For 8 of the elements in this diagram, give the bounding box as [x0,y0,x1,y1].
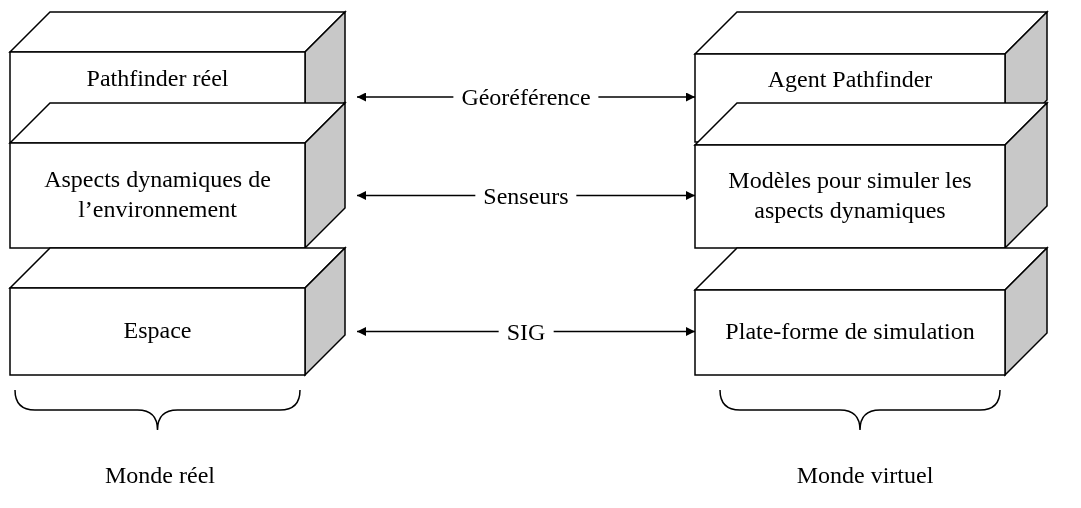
block-label: Modèles pour simuler les aspects dynamiques [727,165,973,225]
block-label: Plate-forme de simulation [725,316,975,346]
block-label: Aspects dynamiques de l’environnement [43,164,272,224]
block-label: Espace [123,315,192,345]
group-label: Monde virtuel [796,462,934,489]
block-label: Agent Pathfinder [767,64,933,94]
group-label: Monde réel [105,462,215,489]
block-label: Pathfinder réel [86,63,229,93]
